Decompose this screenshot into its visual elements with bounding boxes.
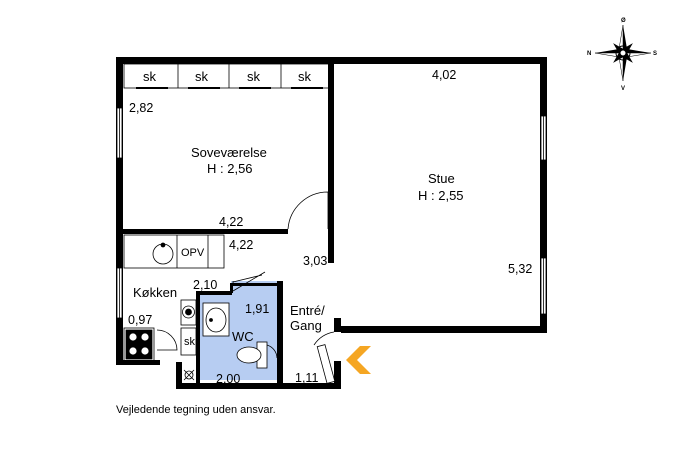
dimension-living-depth: 5,32 bbox=[508, 262, 532, 276]
storage-label: OPV bbox=[181, 247, 205, 259]
closet-label-4: sk bbox=[298, 69, 312, 84]
closet-label-2: sk bbox=[195, 69, 209, 84]
wc-fixtures bbox=[202, 271, 278, 369]
dimension-living-width: 4,02 bbox=[432, 68, 456, 82]
dimension-entry-depth: 3,03 bbox=[303, 254, 327, 268]
living-name: Stue bbox=[428, 171, 455, 186]
radiator bbox=[183, 369, 195, 381]
closet-label-3: sk bbox=[247, 69, 261, 84]
kitchen-name: Køkken bbox=[133, 285, 177, 300]
entry-name-line1: Entré/ bbox=[290, 303, 325, 318]
dimension-bedroom-depth: 2,82 bbox=[129, 101, 153, 115]
kitchen-appliances bbox=[123, 299, 197, 362]
compass-rose-icon: Ø N S V bbox=[587, 18, 657, 92]
living-height: H : 2,55 bbox=[418, 188, 464, 203]
dimension-wc-top: 2,10 bbox=[193, 278, 217, 292]
compass-north-label: Ø bbox=[621, 18, 626, 24]
compass-east-label: S bbox=[653, 51, 657, 57]
wc-name: WC bbox=[232, 329, 254, 344]
closet-label-1: sk bbox=[143, 69, 157, 84]
disclaimer-text: Vejledende tegning uden ansvar. bbox=[116, 404, 276, 416]
outer-walls bbox=[116, 57, 547, 389]
entry-name-line2: Gang bbox=[290, 318, 322, 333]
closet-row bbox=[123, 63, 334, 89]
bedroom-door bbox=[287, 191, 329, 230]
compass-west-label: N bbox=[587, 51, 591, 57]
dimension-wc-width: 2,00 bbox=[216, 372, 240, 386]
dimension-bedroom-width: 4,22 bbox=[219, 215, 243, 229]
interior-walls bbox=[123, 64, 334, 389]
compass-south-label: V bbox=[621, 86, 625, 92]
entrance-arrow-icon bbox=[346, 346, 371, 374]
bedroom-name: Soveværelse bbox=[191, 145, 267, 160]
dimension-entry-width: 1,11 bbox=[295, 371, 318, 385]
closet-label-kitchen: sk bbox=[184, 336, 196, 348]
dimension-kitchen-depth: 0,97 bbox=[128, 313, 152, 327]
kitchen-counter bbox=[123, 234, 225, 269]
dimension-kitchen-width: 4,22 bbox=[229, 238, 253, 252]
windows bbox=[116, 107, 547, 319]
bedroom-height: H : 2,56 bbox=[207, 161, 253, 176]
dimension-wc-depth: 1,91 bbox=[245, 302, 269, 316]
entrance-door bbox=[313, 331, 336, 384]
